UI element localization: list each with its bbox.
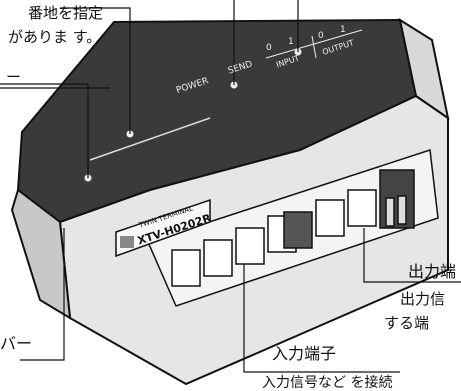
output-0-label: 0 [318, 31, 324, 41]
nameplate [115, 198, 211, 258]
panel-reflection [89, 117, 211, 161]
input-terminal-desc: 入力信号など を接続 [262, 375, 393, 391]
callout-lines [0, 0, 461, 373]
cover-label: バー [0, 334, 33, 353]
callout-top-left-line1: 番地を指定 [28, 4, 104, 22]
io-divider [311, 35, 317, 59]
input-1-label: 1 [288, 37, 294, 47]
input-terminal-blocks [171, 189, 377, 287]
callout-top-left-line2: がありま す。 [8, 28, 102, 46]
output-terminal-desc-2: する端 [384, 314, 430, 332]
output-1-label: 1 [340, 25, 346, 35]
input-terminal-title: 入力端子 [272, 344, 337, 363]
output-terminal-desc-1: 出力信 [400, 290, 446, 308]
io-underline [265, 29, 363, 59]
input-0-label: 0 [266, 43, 272, 53]
nameplate-swatch [120, 236, 134, 248]
top-right-rim [398, 17, 450, 121]
body-side [10, 188, 72, 320]
output-terminal-title: 出力端 [408, 262, 457, 281]
output-connector [379, 169, 415, 229]
callout-bar-label: ー [6, 68, 22, 86]
